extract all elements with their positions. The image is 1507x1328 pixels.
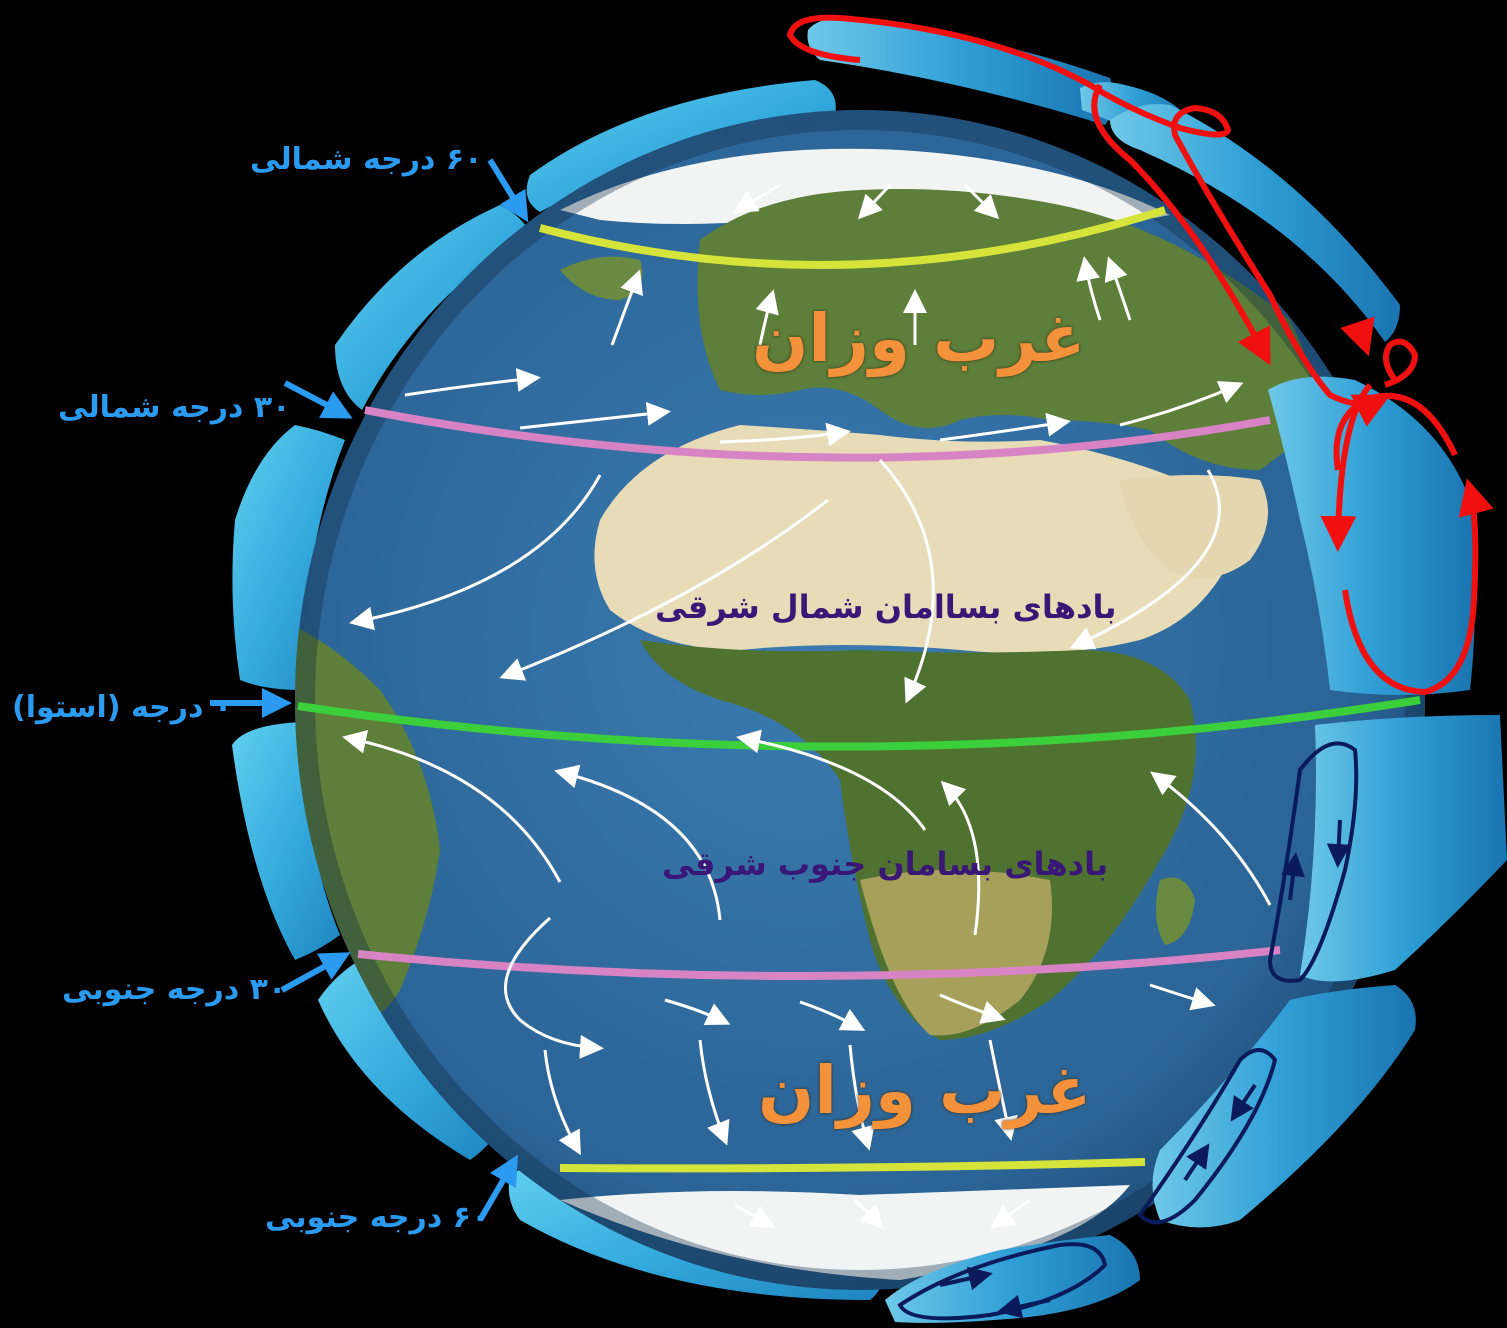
latitude-label-60-south: ۶۰ درجه جنوبی [265,1200,490,1235]
arrow-icon [543,1049,581,1156]
circulation-loop-icon [1137,1048,1278,1225]
latitude-line-60n [538,206,1167,269]
madagascar-land [1156,877,1195,945]
right-circulation-cells [807,18,1507,1323]
southern-africa-land [860,870,1052,1036]
arrow-icon [848,1044,875,1151]
arrow-icon [610,269,643,346]
arrow-icon [939,412,1071,442]
circulation-loop-icon [1340,316,1375,357]
circulation-loop-icon [1281,852,1305,901]
arrow-icon [698,1039,730,1146]
circulation-loop-icon [1183,1143,1210,1182]
arrow-icon [988,1039,1018,1141]
north-westerlies-label: غرب وزان [752,300,1086,377]
arrow-icon [487,158,529,223]
ne-trade-winds-label: بادهای بساامان شمال شرقی [655,588,1117,626]
arrow-icon [519,401,671,430]
northern-circulation-loops [786,14,1494,696]
arrow-icon [349,474,602,631]
arabia-desert [1120,475,1268,578]
latitude-label-30-south: ۳۰ درجه جنوبی [62,972,287,1007]
circulation-loop-icon [786,14,1391,427]
arrow-icon [1069,469,1221,650]
latitude-label-30-north: ۳۰ درجه شمالی [58,390,291,425]
latitude-line-30n [364,406,1271,462]
arrow-icon [1076,256,1102,321]
cell-block [1110,104,1400,342]
arrow-icon [554,764,722,921]
arrow-icon [477,1154,519,1222]
eurasia-land [697,189,1313,470]
circulation-loop-icon [1267,741,1359,983]
arrow-icon [1104,256,1132,321]
arrow-icon [283,380,353,419]
cell-block [335,205,530,410]
circulation-loop-icon [1091,83,1271,366]
latitude-pointer-arrows [210,158,529,1222]
circulation-loop-icon [1333,392,1458,471]
circulation-loop-icon [1230,1083,1257,1122]
arrow-icon [342,729,562,883]
arrow-icon [1149,983,1216,1011]
arrow-icon [857,183,892,220]
southern-circulation-loops [897,741,1359,1321]
arrow-icon [504,916,604,1059]
latitude-lines [297,206,1421,1173]
latitude-label-60-north: ۶۰ درجه شمالی [250,142,483,177]
arrow-icon [939,993,1006,1024]
cell-block [232,722,340,960]
globe [295,110,1425,1290]
latitude-label-equator: ۰ درجه (استوا) [12,690,233,725]
cell-block [232,425,345,690]
latitude-line-60s [559,1158,1146,1173]
arrow-icon [1119,381,1244,427]
arrow-icon [404,367,541,397]
arrow-icon [799,1000,866,1031]
circulation-loop-icon [1342,478,1494,696]
south-westerlies-label: غرب وزان [758,1052,1092,1129]
circulation-loop-icon [1320,383,1373,552]
latitude-line-equator [297,696,1421,751]
arrow-icon [1150,771,1272,906]
arrow-icon [732,183,781,214]
arrow-icon [664,998,731,1026]
arrow-icon [719,422,851,447]
south-america-land [295,620,440,1018]
latitude-line-30s [357,946,1281,981]
arrow-icon [963,183,1000,220]
cell-block [885,1235,1140,1323]
arrow-icon [755,289,779,346]
arrow-icon [878,458,935,704]
circulation-loop-icon [997,1294,1051,1319]
circulation-loop-icon [1326,819,1351,868]
cell-block [1300,715,1507,982]
arrow-icon [734,1203,776,1228]
arrow-icon [499,498,829,681]
arrow-icon [280,952,351,993]
arrow-icon [940,780,981,936]
se-trade-winds-label: بادهای بسامان جنوب شرقی [662,845,1109,883]
africa-desert [594,425,1232,654]
arrow-icon [853,1198,885,1230]
wind-arrows [342,183,1272,1230]
cell-block [1268,376,1475,695]
circulation-loop-icon [939,1266,993,1291]
arrow-icon [990,1198,1031,1229]
arrow-icon [736,729,927,831]
circulation-loop-icon [1383,338,1419,388]
cell-block [807,18,1114,125]
